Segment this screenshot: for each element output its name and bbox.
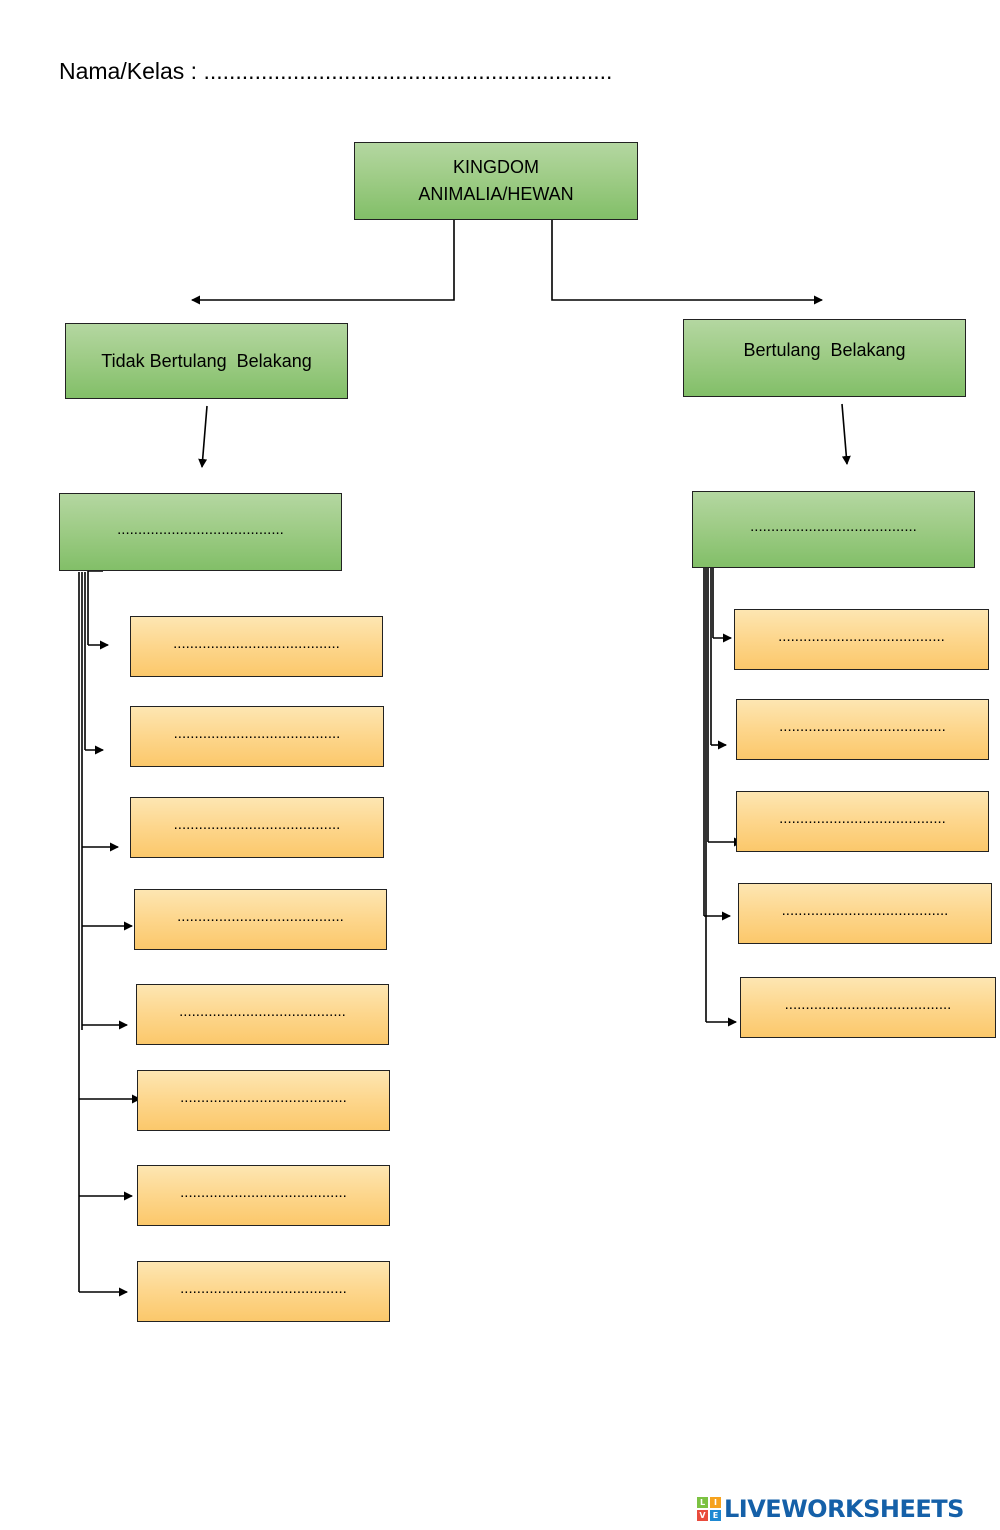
branch-invertebrate: Tidak Bertulang Belakang (65, 323, 348, 399)
answer-blank: ........................................ (180, 1089, 347, 1106)
liveworksheets-mark-icon: L I V E (697, 1497, 721, 1521)
branch-invertebrate-label: Tidak Bertulang Belakang (101, 350, 312, 371)
answer-blank: ........................................ (180, 1184, 347, 1201)
right-branch-arrow (841, 403, 851, 465)
vertebrate-group-blank[interactable]: ........................................ (692, 491, 975, 568)
answer-blank: ........................................ (173, 816, 341, 833)
name-class-separator: : (184, 58, 204, 84)
invertebrate-answer-box[interactable]: ........................................ (134, 889, 387, 950)
liveworksheets-wordmark: LIVEWORKSHEETS (724, 1495, 964, 1523)
vertebrate-answer-box[interactable]: ........................................ (740, 977, 996, 1038)
root-node-kingdom: KINGDOM ANIMALIA/HEWAN (354, 142, 638, 220)
logo-mark-letter: E (710, 1510, 721, 1521)
name-class-label: Nama/Kelas (59, 58, 185, 84)
answer-blank: ........................................ (778, 628, 945, 645)
vertebrate-answer-box[interactable]: ........................................ (738, 883, 992, 944)
vertebrate-group-blank-text: ........................................ (750, 518, 917, 535)
logo-mark-letter: V (697, 1510, 708, 1521)
liveworksheets-logo: L I V E LIVEWORKSHEETS (697, 1494, 964, 1524)
branch-vertebrate-label: Bertulang Belakang (743, 340, 906, 360)
root-node-label: KINGDOM ANIMALIA/HEWAN (418, 157, 574, 204)
root-to-left-connector (191, 220, 455, 305)
name-class-line: Nama/Kelas : ...........................… (59, 58, 612, 85)
name-class-blank[interactable]: ........................................… (203, 58, 613, 84)
answer-blank: ........................................ (779, 810, 946, 827)
answer-blank: ........................................ (179, 1003, 346, 1020)
invertebrate-group-blank[interactable]: ........................................ (59, 493, 342, 571)
answer-blank: ........................................ (173, 725, 341, 742)
root-to-right-connector (551, 220, 823, 305)
invertebrate-answer-box[interactable]: ........................................ (137, 1070, 390, 1131)
invertebrate-answer-box[interactable]: ........................................ (130, 797, 384, 858)
logo-mark-letter: I (710, 1497, 721, 1508)
answer-blank: ........................................ (779, 718, 946, 735)
invertebrate-answer-box[interactable]: ........................................ (137, 1261, 390, 1322)
answer-blank: ........................................ (784, 996, 952, 1013)
invertebrate-group-blank-text: ........................................ (117, 520, 284, 538)
invertebrate-answer-box[interactable]: ........................................ (130, 706, 384, 767)
answer-blank: ........................................ (781, 902, 949, 919)
answer-blank: ........................................ (180, 1280, 347, 1297)
invertebrate-answer-box[interactable]: ........................................ (130, 616, 383, 677)
left-branch-arrow (198, 405, 208, 468)
vertebrate-answer-box[interactable]: ........................................ (736, 791, 989, 852)
invertebrate-answer-box[interactable]: ........................................ (137, 1165, 390, 1226)
logo-mark-letter: L (697, 1497, 708, 1508)
invertebrate-answer-box[interactable]: ........................................ (136, 984, 389, 1045)
branch-vertebrate: Bertulang Belakang (683, 319, 966, 397)
answer-blank: ........................................ (177, 908, 344, 925)
vertebrate-answer-box[interactable]: ........................................ (736, 699, 989, 760)
answer-blank: ........................................ (173, 635, 340, 652)
vertebrate-answer-box[interactable]: ........................................ (734, 609, 989, 670)
